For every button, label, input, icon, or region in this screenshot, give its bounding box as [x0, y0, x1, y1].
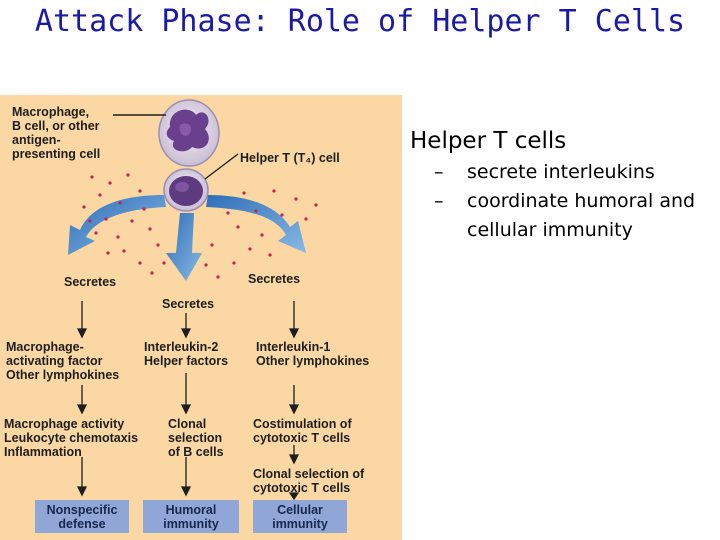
apc-cell — [158, 99, 220, 167]
apc-label: Macrophage, B cell, or other antigen- pr… — [12, 105, 101, 161]
col3-effect2-label: Clonal selection of cytotoxic T cells — [253, 467, 365, 495]
col1-factor-label: Macrophage- activating factor Other lymp… — [6, 340, 120, 382]
bullet-list: Helper T cells – secrete interleukins – … — [410, 124, 717, 245]
humoral-immunity-box: Humoral immunity — [143, 500, 239, 533]
cytokine-dots — [82, 173, 318, 279]
col3-effect-label: Costimulation of cytotoxic T cells — [253, 417, 352, 445]
helper-t-cell — [163, 168, 209, 212]
helper-leader-line — [204, 153, 239, 180]
bullet-sub-1: – secrete interleukins — [410, 158, 717, 187]
slide-title: Attack Phase: Role of Helper T Cells — [34, 4, 686, 39]
immune-diagram: Macrophage, B cell, or other antigen- pr… — [0, 95, 402, 540]
bullet-sub-2: – coordinate humoral and cellular immuni… — [410, 187, 717, 245]
flow-arrows — [76, 301, 300, 501]
secretion-arrows — [68, 195, 306, 281]
bullet-dash-1: – — [434, 161, 444, 183]
secretes-left-label: Secretes — [64, 275, 117, 289]
col2-factor-label: Interleukin-2 Helper factors — [144, 340, 229, 368]
col3-factor-label: Interleukin-1 Other lymphokines — [256, 340, 370, 368]
bullet-sub-2-text: coordinate humoral and cellular immunity — [467, 190, 696, 241]
helper-t-label: Helper T (T₄) cell — [240, 151, 340, 165]
bullet-dash-2: – — [434, 190, 444, 212]
secretes-mid-label: Secretes — [162, 297, 215, 311]
cellular-immunity-box: Cellular immunity — [253, 500, 347, 533]
col2-effect-label: Clonal selection of B cells — [168, 417, 224, 459]
nonspecific-defense-box: Nonspecific defense — [35, 500, 129, 533]
bullet-main: Helper T cells — [410, 128, 567, 154]
col1-effect-label: Macrophage activity Leukocyte chemotaxis… — [4, 417, 139, 459]
diagram-graphics — [68, 99, 318, 501]
secretes-right-label: Secretes — [248, 272, 301, 286]
bullet-sub-1-text: secrete interleukins — [467, 161, 655, 183]
